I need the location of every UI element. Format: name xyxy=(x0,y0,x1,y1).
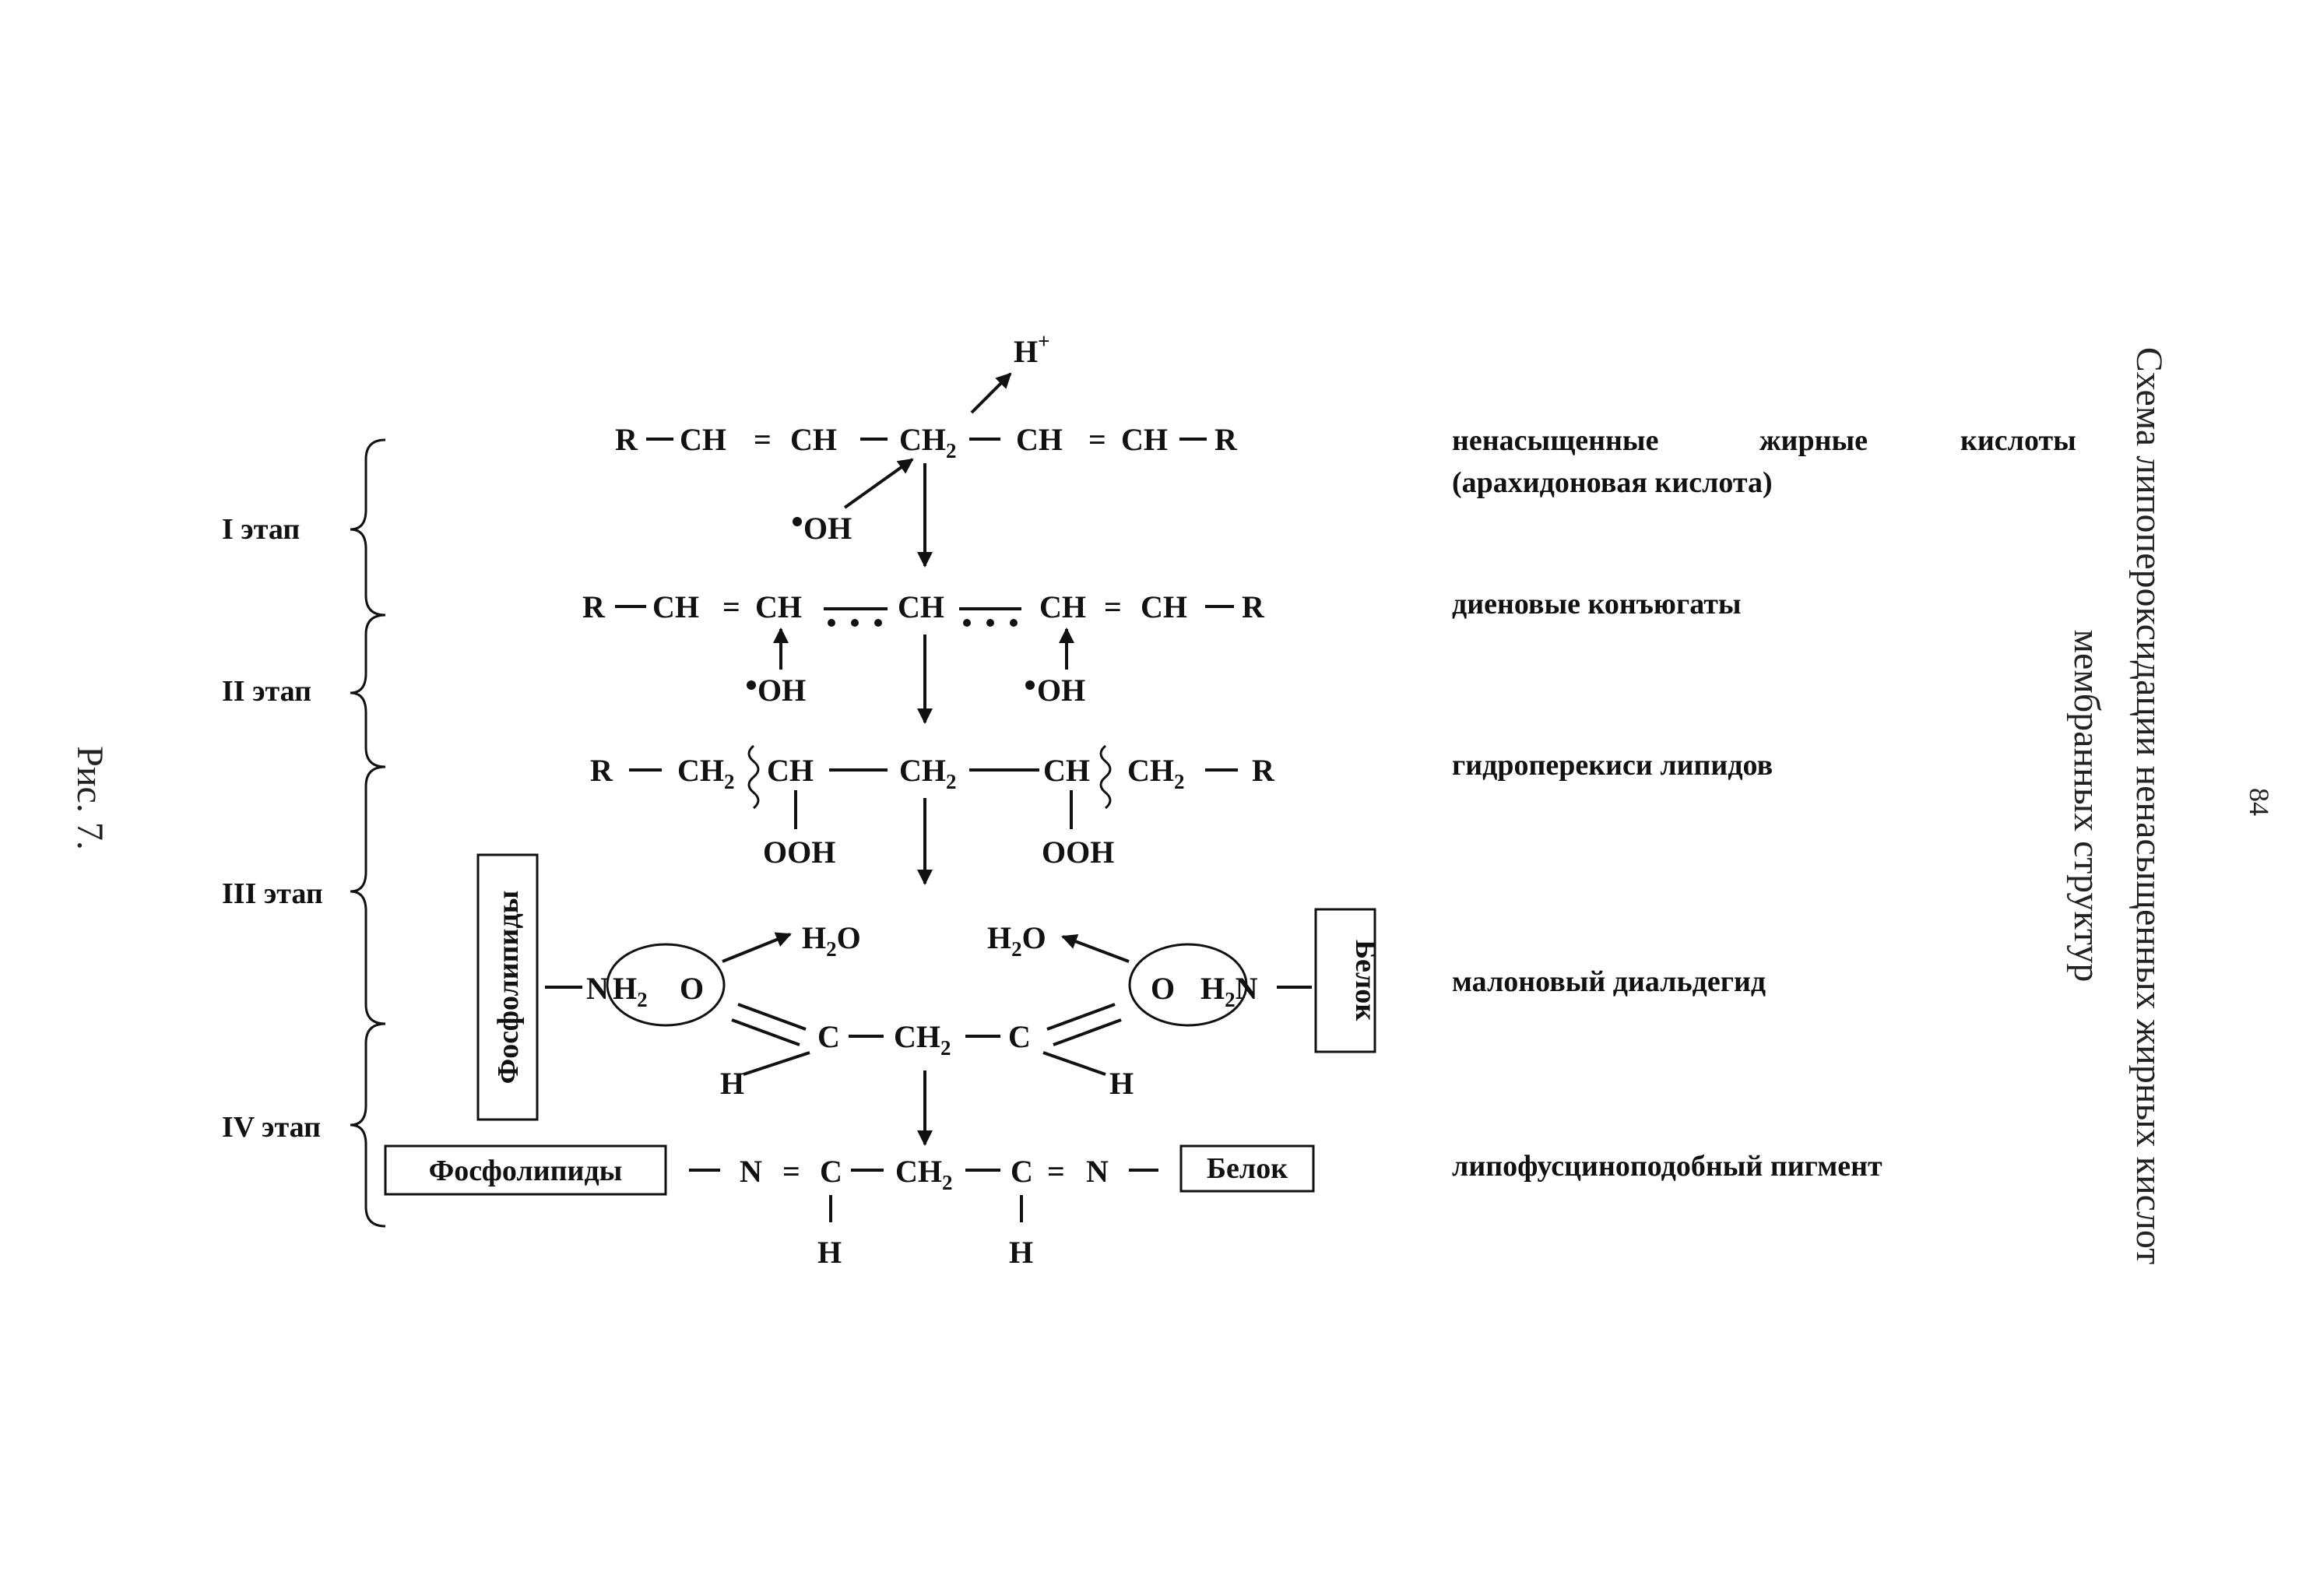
svg-text:R: R xyxy=(590,753,613,788)
svg-text:CH: CH xyxy=(755,589,802,624)
desc-5: липофусциноподобный пигмент xyxy=(1452,1150,1882,1183)
protein-label: Белок xyxy=(1207,1152,1288,1185)
svg-text:CH2: CH2 xyxy=(1127,753,1185,793)
protein-box xyxy=(1179,1144,1315,1193)
brace-stage-4 xyxy=(350,1022,386,1228)
page-number: 84 xyxy=(2244,788,2275,816)
row-3-formula: R CH2 CH CH2 CH CH2 R OOH OOH xyxy=(590,744,1275,870)
svg-text:=: = xyxy=(782,1154,800,1189)
svg-text:C: C xyxy=(820,1154,842,1189)
svg-text:CH: CH xyxy=(898,589,944,624)
svg-text:CH: CH xyxy=(652,589,699,624)
svg-text:C: C xyxy=(1011,1154,1033,1189)
row-2-formula: R CH = CH CH CH = CH R xyxy=(582,589,1265,627)
svg-text:OOH: OOH xyxy=(1042,835,1114,870)
svg-text:CH2: CH2 xyxy=(894,1019,951,1060)
protein-box-vertical xyxy=(1314,908,1376,1053)
brace-stage-1 xyxy=(350,438,386,617)
oh-label-left: OH xyxy=(758,673,806,708)
stage-label-1: I этап xyxy=(222,513,300,546)
svg-text:=: = xyxy=(1104,589,1122,624)
svg-text:CH2: CH2 xyxy=(677,753,735,793)
brace-stage-2 xyxy=(350,613,386,768)
svg-text:R: R xyxy=(1242,589,1265,624)
svg-text:CH: CH xyxy=(1141,589,1187,624)
svg-text:R: R xyxy=(582,589,606,624)
svg-text:CH: CH xyxy=(1043,753,1090,788)
desc-2: диеновые конъюгаты xyxy=(1452,588,1742,620)
svg-text:R: R xyxy=(1252,753,1275,788)
phospholipids-box xyxy=(384,1144,667,1196)
figure-caption: Рис. 7. xyxy=(69,746,111,850)
svg-text:C: C xyxy=(817,1019,840,1054)
stage-label-3: III этап xyxy=(222,877,323,910)
svg-text:CH: CH xyxy=(790,422,837,457)
svg-text:=: = xyxy=(1047,1154,1065,1189)
svg-text:CH2: CH2 xyxy=(895,1154,953,1194)
title-line-2: мембранных структур xyxy=(2066,630,2107,983)
svg-text:OOH: OOH xyxy=(763,835,835,870)
title-line-1: Схема липопероксидации ненасыщенных жирн… xyxy=(2128,347,2170,1265)
protein-label-vertical: Белок xyxy=(1349,940,1382,1021)
row-1-formula: R CH = CH CH2 CH = CH R xyxy=(615,422,1238,462)
oh-attack-arrow xyxy=(843,458,914,509)
svg-text:H2N: H2N xyxy=(1200,971,1258,1011)
desc-1-word-3: кислоты xyxy=(1960,424,2076,457)
svg-text:H2O: H2O xyxy=(987,920,1046,961)
stage-braces xyxy=(350,438,386,1228)
svg-text:H: H xyxy=(720,1066,744,1101)
svg-text:H: H xyxy=(1109,1066,1134,1101)
svg-text:C: C xyxy=(1008,1019,1031,1054)
stage-label-4: IV этап xyxy=(222,1111,321,1144)
svg-text:CH: CH xyxy=(1039,589,1086,624)
desc-3: гидроперекиси липидов xyxy=(1452,749,1773,782)
svg-text:N: N xyxy=(740,1154,762,1189)
radical-dot-right xyxy=(1025,680,1035,690)
svg-text:CH: CH xyxy=(767,753,814,788)
svg-text:R: R xyxy=(615,422,638,457)
svg-text:CH: CH xyxy=(1121,422,1168,457)
desc-4: малоновый диальдегид xyxy=(1452,965,1766,998)
oh-radical-label: OH xyxy=(803,511,852,546)
phospholipids-label: Фосфолипиды xyxy=(429,1155,623,1187)
desc-1-line-2: (арахидоновая кислота) xyxy=(1452,466,1773,499)
svg-text:H2: H2 xyxy=(613,971,648,1011)
svg-text:=: = xyxy=(754,422,772,457)
brace-stage-3 xyxy=(350,765,386,1025)
svg-text:H: H xyxy=(1009,1235,1033,1270)
row-5-formula: N = C CH2 C = N H H xyxy=(689,1154,1158,1270)
radical-dot-left xyxy=(747,680,756,690)
row-4-formula: N H2 O H2O H2O O H2N C CH2 C H H xyxy=(545,920,1312,1101)
svg-text:CH: CH xyxy=(1016,422,1063,457)
svg-text:=: = xyxy=(1088,422,1106,457)
radical-dot xyxy=(793,517,802,526)
phospholipids-box-vertical xyxy=(476,853,539,1121)
svg-text:O: O xyxy=(1151,971,1175,1006)
svg-text:O: O xyxy=(680,971,704,1006)
oh-label-right: OH xyxy=(1037,673,1085,708)
stage-label-2: II этап xyxy=(222,675,311,708)
svg-text:R: R xyxy=(1214,422,1238,457)
svg-text:CH2: CH2 xyxy=(899,753,957,793)
desc-1-word-1: ненасыщенные xyxy=(1452,424,1658,457)
svg-text:=: = xyxy=(722,589,740,624)
svg-text:CH: CH xyxy=(680,422,726,457)
h-plus-label: H+ xyxy=(1014,329,1050,369)
svg-text:H2O: H2O xyxy=(802,920,861,961)
svg-text:N: N xyxy=(586,971,609,1006)
h-plus-arrow xyxy=(970,372,1012,414)
svg-text:N: N xyxy=(1086,1154,1109,1189)
svg-text:CH2: CH2 xyxy=(899,422,957,462)
svg-text:H: H xyxy=(817,1235,842,1270)
phospholipids-label-vertical: Фосфолипиды xyxy=(492,891,525,1085)
desc-1-word-2: жирные xyxy=(1759,424,1868,457)
